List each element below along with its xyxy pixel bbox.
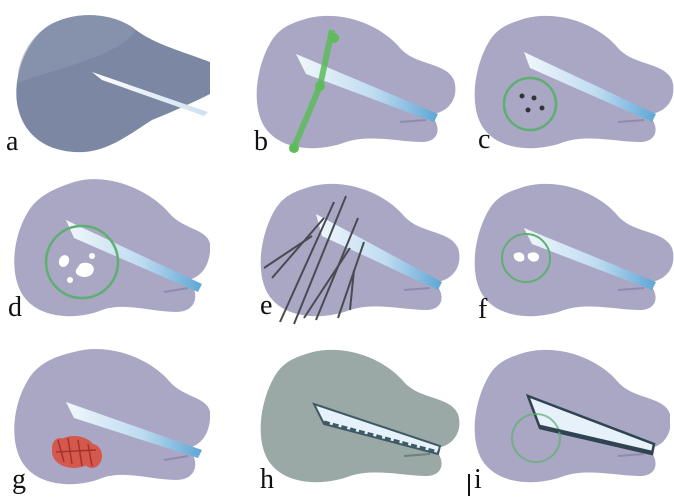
panel-i: i <box>464 344 670 496</box>
tissue-shape <box>14 349 210 484</box>
panel-f: f <box>468 178 674 330</box>
panel-h-drawing <box>254 344 460 496</box>
panel-e-drawing <box>254 178 460 330</box>
panel-i-bar <box>468 474 470 496</box>
tissue-shape <box>261 350 460 482</box>
panel-b-drawing <box>250 10 456 162</box>
panel-label-g: g <box>12 466 26 494</box>
panel-c-drawing <box>468 10 674 162</box>
panel-label-h: h <box>260 466 274 494</box>
panel-label-d: d <box>8 294 22 322</box>
panel-label-b: b <box>254 128 268 156</box>
panel-label-a: a <box>6 128 18 156</box>
panel-d: d <box>4 176 210 328</box>
panel-f-drawing <box>468 178 674 330</box>
panel-label-i: i <box>474 466 482 494</box>
panel-a-drawing <box>4 8 210 160</box>
panel-label-e: e <box>260 292 272 320</box>
panel-g: g <box>4 344 210 496</box>
panel-label-f: f <box>478 296 487 324</box>
panel-b: b <box>250 10 456 162</box>
panel-i-drawing <box>464 344 670 496</box>
panel-d-drawing <box>4 176 210 328</box>
panel-a: a <box>4 8 210 160</box>
panel-label-c: c <box>478 126 490 154</box>
panel-e: e <box>254 178 460 330</box>
panel-c: c <box>468 10 674 162</box>
panel-g-drawing <box>4 344 210 496</box>
panel-h: h <box>254 344 460 496</box>
